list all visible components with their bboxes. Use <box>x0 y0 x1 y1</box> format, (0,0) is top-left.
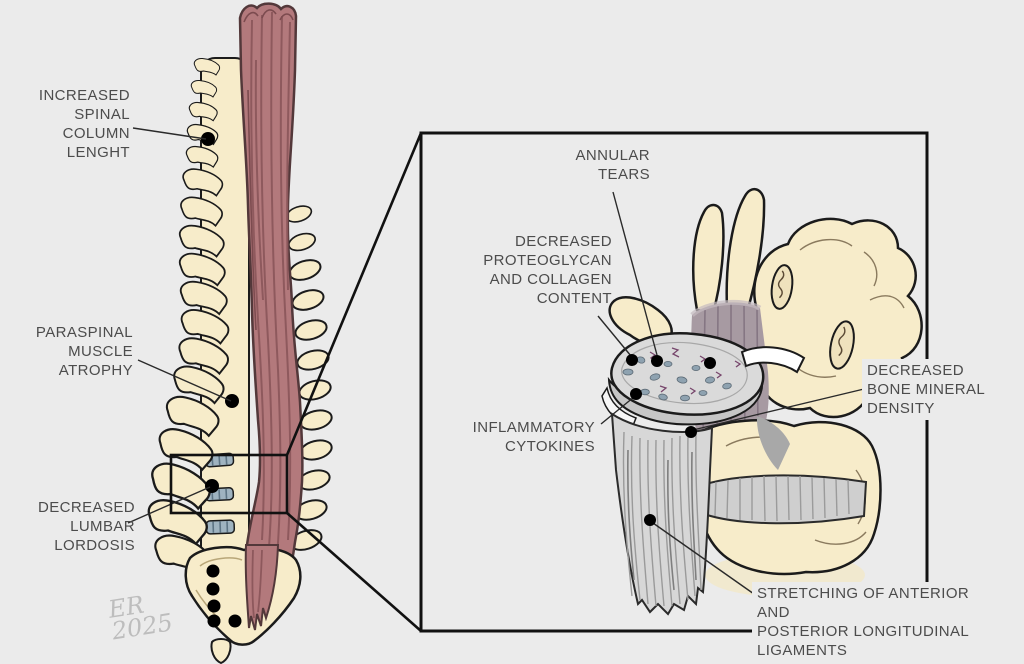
label-paraspinal-muscle-atrophy: PARASPINAL MUSCLE ATROPHY <box>35 324 133 379</box>
cut-disc <box>601 332 806 429</box>
lower-vertebral-body <box>696 419 882 597</box>
label-decreased-lumbar-lordosis: DECREASED LUMBAR LORDOSIS <box>38 499 135 554</box>
label-increased-spinal-column-length: INCREASED SPINAL COLUMN LENGHT <box>38 87 130 161</box>
sacrum <box>184 546 302 664</box>
label-stretching-ligaments: STRETCHING OF ANTERIOR AND POSTERIOR LON… <box>752 582 1004 662</box>
longitudinal-ligament-band <box>610 412 714 616</box>
inset-leader-lines <box>597 191 865 595</box>
label-decreased-proteoglycan: DECREASED PROTEOGLYCAN AND COLLAGEN CONT… <box>483 233 612 307</box>
lumbar-inset-drawing <box>597 188 923 616</box>
zoom-source-box <box>169 453 289 515</box>
artist-signature: ER 2025 <box>106 590 175 646</box>
label-decreased-bone-mineral-density: DECREASED BONE MINERAL DENSITY <box>862 359 1000 420</box>
cytokine-spots <box>622 356 732 402</box>
inset-marker-dots <box>626 354 716 526</box>
label-annular-tears: ANNULAR TEARS <box>575 147 650 183</box>
spine-leader-lines <box>127 127 232 524</box>
spine-drawing <box>127 2 335 664</box>
label-inflammatory-cytokines: INFLAMMATORY CYTOKINES <box>472 419 595 455</box>
spine-marker-dots <box>201 132 242 628</box>
tear-squiggles <box>649 347 742 395</box>
